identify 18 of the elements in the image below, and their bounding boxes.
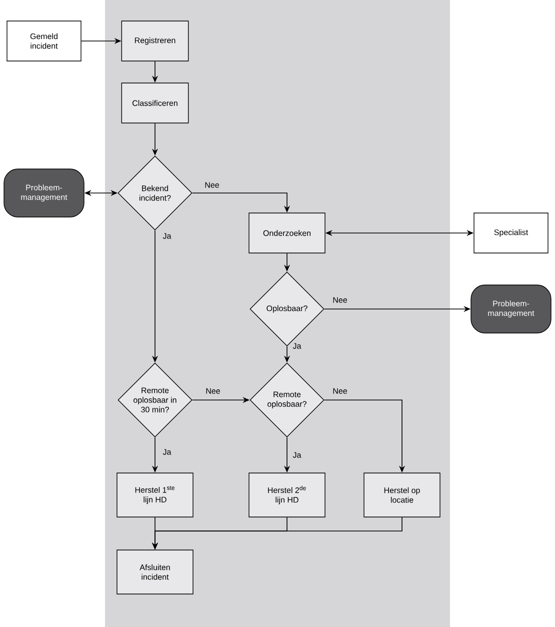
process-box: Gemeld incident — [6, 20, 82, 62]
process-box: Registreren — [121, 20, 189, 62]
process-box: Onderzoeken — [248, 212, 326, 254]
edge-label: Nee — [204, 181, 220, 189]
process-box: Classificeren — [121, 82, 189, 124]
process-box: Specialist — [474, 212, 548, 254]
terminal-box: Probleem- management — [4, 168, 84, 218]
edge-label: Nee — [332, 387, 348, 395]
process-box: Herstel 1$^{ste}$ lijn HD — [116, 472, 194, 518]
edge-label: Nee — [204, 387, 222, 395]
edge-label: Ja — [292, 451, 302, 459]
edge-label: Nee — [332, 296, 348, 304]
process-box: Afsluiten incident — [116, 550, 194, 594]
edge-label: Ja — [162, 232, 172, 240]
edge-label: Ja — [162, 448, 172, 456]
terminal-box: Probleem- management — [470, 284, 552, 334]
process-box: Herstel op locatie — [364, 472, 440, 518]
process-box: Herstel 2$^{de}$ lijn HD — [248, 472, 326, 518]
